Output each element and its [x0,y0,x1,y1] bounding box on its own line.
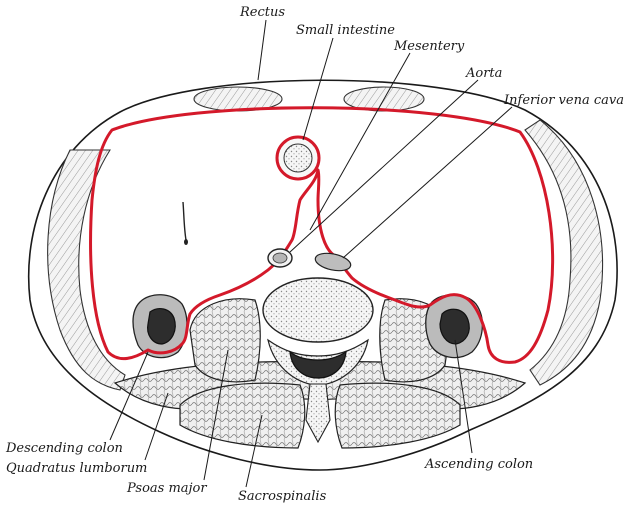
left-lateral-wall [47,149,126,391]
spinous-process [305,383,331,444]
inferior-vena-cava [314,252,352,272]
label-small-intestine: Small intestine [296,23,395,38]
label-psoas-major: Psoas major [126,481,207,496]
leader-mesentery [309,52,411,231]
umbilical-dot [184,239,188,245]
label-quadratus-lumborum: Quadratus lumborum [6,461,147,476]
descending-colon-lumen [147,308,176,345]
right-sacrospinalis-muscle [334,382,461,449]
label-aorta: Aorta [465,66,502,81]
spinal-canal [289,350,347,379]
ascending-colon-lumen [439,308,470,345]
small-intestine-inner [283,143,313,173]
label-inferior-vena-cava: Inferior vena cava [503,93,624,108]
label-sacrospinalis: Sacrospinalis [238,489,327,504]
leader-small-intestine [302,37,334,141]
leader-quadratus-lumborum [144,392,169,461]
umbilical-mark [182,201,187,241]
vertebral-body [262,277,374,343]
peritoneum-line [89,106,555,364]
leader-aorta [289,79,479,253]
left-psoas-muscle [189,298,261,383]
label-mesentery: Mesentery [393,39,465,54]
leader-ascending-colon [454,339,473,454]
leader-rectus [257,19,267,81]
leader-sacrospinalis [245,414,263,488]
label-descending-colon: Descending colon [5,441,123,456]
right-lateral-wall [524,119,603,386]
left-sacrospinalis-muscle [179,382,306,449]
label-ascending-colon: Ascending colon [424,457,533,472]
label-rectus: Rectus [239,5,285,20]
aorta-lumen [272,252,288,264]
leader-descending-colon [109,351,149,441]
leader-psoas-major [203,349,229,481]
leader-inferior-vena-cava [342,106,513,259]
